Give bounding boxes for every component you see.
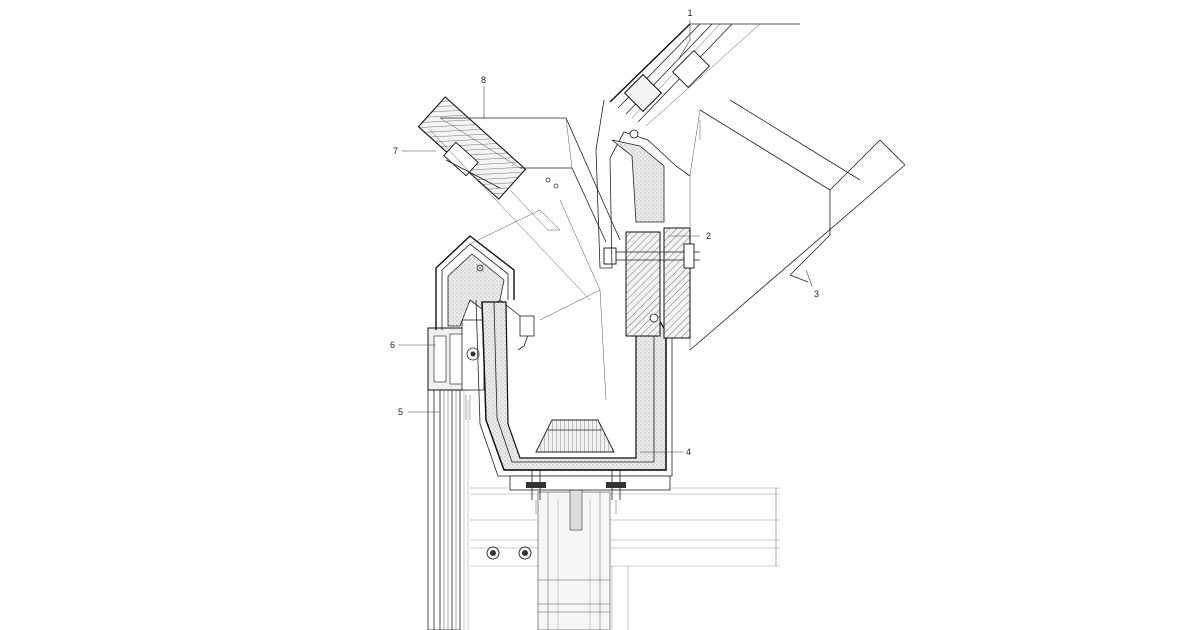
callout-4: 4 [686,447,691,457]
support-column [537,489,611,630]
lower-steel-beam [470,487,780,630]
sunshade-louvre [417,96,527,200]
vertical-glazing [427,389,469,630]
callout-2: 2 [706,231,711,241]
louvre-support-arm [429,117,621,401]
right-steel-beam [689,99,906,351]
bolt-pair-icon [486,546,532,560]
mullion-profile [427,319,485,420]
gutter-base-fixings [509,470,671,514]
upper-inclined-glazing [595,23,800,269]
gutter-walkway-grille [535,419,615,453]
callout-6: 6 [390,340,395,350]
callout-leaders [398,20,813,453]
callout-8: 8 [481,75,486,85]
steel-bracket-block [603,227,700,339]
callout-7: 7 [393,146,398,156]
callout-3: 3 [814,289,819,299]
callout-1: 1 [687,8,692,18]
callout-5: 5 [398,407,403,417]
